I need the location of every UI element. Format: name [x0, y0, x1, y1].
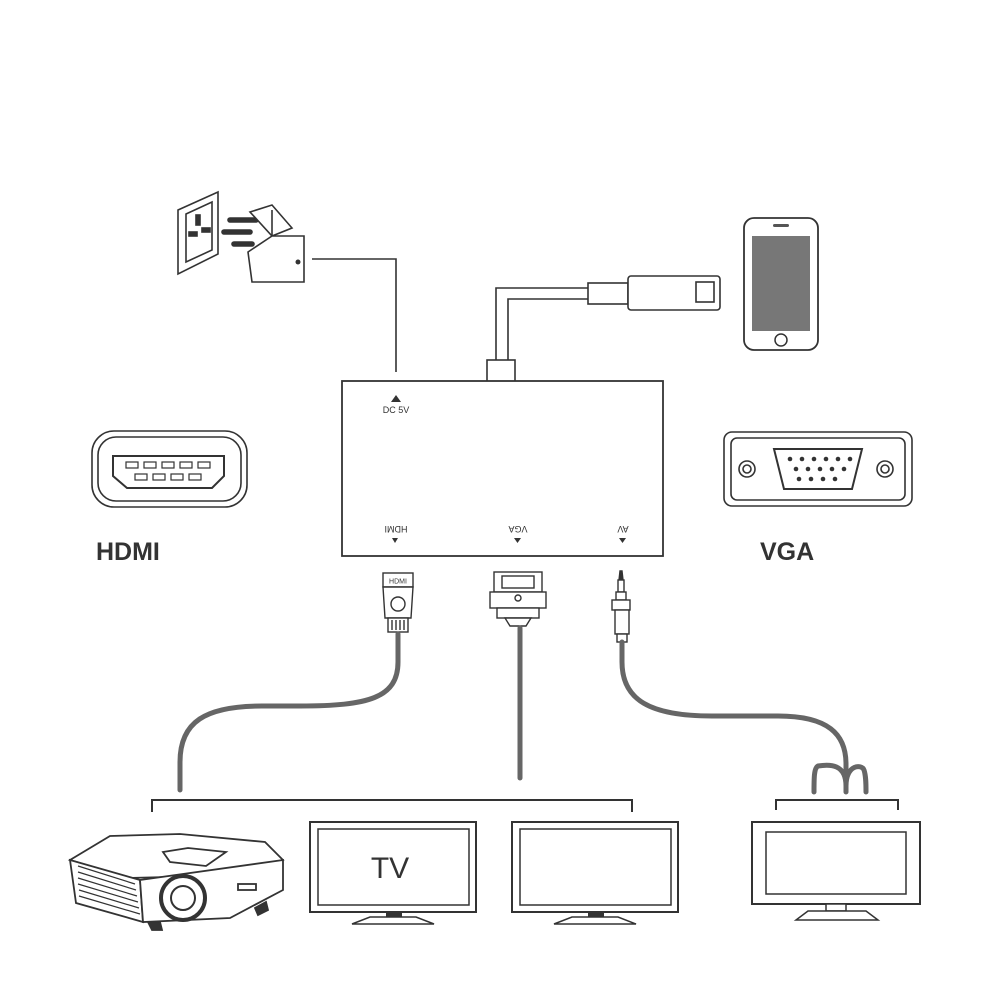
audio-jack-icon — [611, 570, 631, 643]
power-cable — [312, 258, 397, 372]
vga-title: VGA — [760, 538, 814, 566]
dc-port-label: DC 5V — [383, 405, 410, 415]
tv-icon: TV — [309, 821, 477, 925]
power-adapter-icon — [221, 204, 305, 283]
lightning-plug-icon — [587, 275, 721, 311]
monitor-icon-right — [751, 821, 921, 921]
device-bracket — [151, 799, 633, 812]
av-port-label: AV — [617, 524, 628, 534]
vga-arrow-icon — [514, 538, 521, 543]
tv-label: TV — [371, 852, 409, 885]
hdmi-plug-icon: HDMI — [382, 572, 414, 633]
hdmi-port-label: HDMI — [385, 524, 408, 534]
projector-icon — [67, 833, 285, 931]
wall-socket-icon — [177, 190, 219, 276]
vga-plug-icon — [489, 571, 547, 627]
av-arrow-icon — [619, 538, 626, 543]
dc-arrow-icon — [391, 395, 401, 402]
adapter-hub: DC 5V HDMI VGA AV — [341, 380, 664, 557]
hdmi-plug-text: HDMI — [389, 579, 407, 586]
monitor-bracket — [775, 799, 899, 810]
smartphone-icon — [743, 217, 819, 351]
vga-connector-icon — [723, 431, 913, 507]
hdmi-title: HDMI — [96, 538, 160, 566]
vga-port-label: VGA — [508, 524, 527, 534]
lightning-cable — [486, 287, 588, 383]
hdmi-connector-icon — [91, 430, 248, 508]
hdmi-arrow-icon — [392, 538, 398, 543]
output-cables — [177, 625, 869, 795]
monitor-icon — [511, 821, 679, 925]
